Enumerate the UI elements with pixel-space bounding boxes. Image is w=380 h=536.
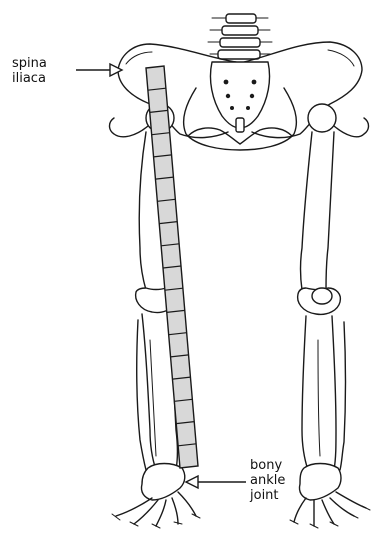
lumbar-spine: [208, 14, 272, 59]
right-femur: [298, 104, 369, 314]
right-foot: [290, 464, 370, 529]
label-spina-line-1: spina: [12, 56, 47, 71]
label-spina-line-2: iliaca: [12, 71, 47, 86]
label-spina-iliaca: spina iliaca: [12, 56, 47, 86]
label-bony-ankle-joint: bony ankle joint: [250, 458, 285, 503]
arrow-to-spina-iliaca: [76, 64, 122, 76]
label-ankle-line-3: joint: [250, 488, 285, 503]
arrow-to-ankle-joint: [186, 476, 246, 488]
label-ankle-line-2: ankle: [250, 473, 285, 488]
left-foot: [112, 464, 200, 529]
right-lower-leg: [302, 316, 346, 470]
label-ankle-line-1: bony: [250, 458, 285, 473]
